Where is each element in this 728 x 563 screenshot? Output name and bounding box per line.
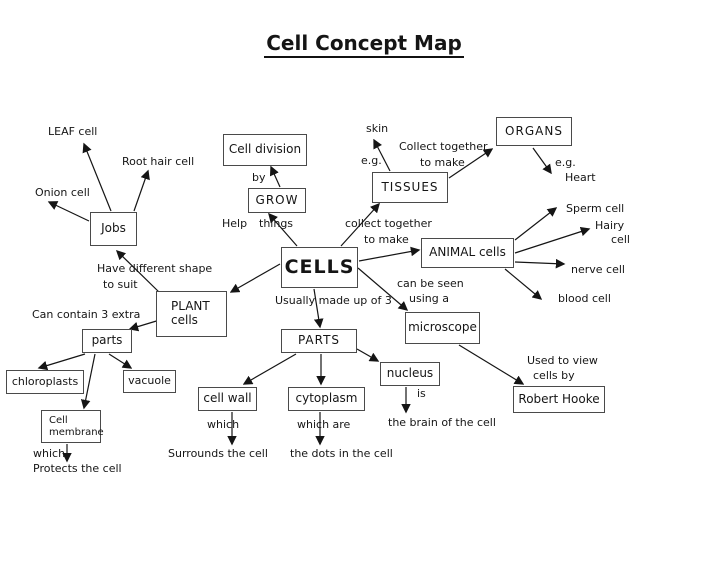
label-to-make-lower: to make: [364, 233, 409, 246]
label-help: Help: [222, 217, 248, 230]
label-collect-together-upper: Collect together: [399, 140, 488, 153]
edge-parts-cell-membrane: [80, 353, 96, 410]
label-onion-cell: Onion cell: [35, 186, 90, 199]
page-title: Cell Concept Map: [0, 31, 728, 58]
edge-parts-vacuole: [108, 353, 133, 369]
node-cell-membrane: Cell membrane: [41, 410, 104, 443]
node-cells: CELLS: [281, 247, 358, 288]
label-by: by: [252, 171, 266, 184]
label-hairy: Hairy: [595, 219, 625, 232]
page-title-text: Cell Concept Map: [264, 31, 464, 58]
node-jobs-label: Jobs: [101, 221, 126, 236]
label-to-suit: to suit: [103, 278, 138, 291]
node-cytoplasm: cytoplasm: [288, 387, 365, 411]
label-dots-in-the-cell: the dots in the cell: [290, 447, 393, 460]
label-protects-the-cell: Protects the cell: [33, 462, 122, 475]
edge-animal-hairy-cell: [514, 226, 591, 254]
edge-cells-grow: [268, 212, 298, 247]
edge-cells-microscope: [357, 267, 409, 311]
label-heart: Heart: [565, 171, 596, 184]
edge-cells-animal-cells: [358, 246, 421, 262]
edge-jobs-root-hair-cell: [133, 169, 150, 212]
label-collect-together-lower: collect together: [345, 217, 432, 230]
node-parts-lower: parts: [82, 329, 132, 353]
node-parts-lower-label: parts: [91, 333, 123, 348]
edge-cells-tissues: [340, 202, 380, 247]
label-is: is: [417, 387, 426, 400]
node-cells-label: CELLS: [284, 255, 355, 278]
node-cell-wall-label: cell wall: [203, 391, 252, 406]
node-cell-wall: cell wall: [198, 387, 257, 411]
label-cells-by: cells by: [533, 369, 575, 382]
edge-tissues-organs: [448, 148, 494, 179]
edge-jobs-onion-cell: [47, 201, 90, 222]
node-tissues: TISSUES: [372, 172, 448, 203]
label-which-are: which are: [297, 418, 351, 431]
label-have-different-shape: Have different shape: [97, 262, 213, 275]
edge-plant-cells-jobs: [115, 249, 162, 295]
label-sperm-cell: Sperm cell: [566, 202, 625, 215]
label-surrounds-the-cell: Surrounds the cell: [168, 447, 268, 460]
label-brain-of-the-cell: the brain of the cell: [388, 416, 496, 429]
edge-organs-heart: [532, 147, 552, 175]
node-chloroplasts: chloroplasts: [6, 370, 84, 394]
label-hairy-cell: cell: [611, 233, 630, 246]
node-animal-cells: ANIMAL cells: [421, 238, 514, 268]
label-to-make-upper: to make: [420, 156, 465, 169]
edge-animal-nerve-cell: [514, 258, 566, 269]
node-nucleus: nucleus: [380, 362, 440, 386]
node-plant-cells: PLANT cells: [156, 291, 227, 337]
node-plant-cells-line1: PLANT: [171, 299, 210, 314]
node-robert-hooke-label: Robert Hooke: [518, 391, 600, 406]
node-microscope-label: microscope: [408, 320, 477, 335]
label-can-be-seen: can be seen: [397, 277, 464, 290]
edge-grow-cell-division: [269, 165, 281, 188]
label-eg-heart: e.g.: [555, 156, 576, 169]
edge-parts-cell-wall: [242, 353, 297, 385]
label-which-membrane: which: [33, 447, 66, 460]
node-animal-cells-label: ANIMAL cells: [429, 245, 506, 260]
node-nucleus-label: nucleus: [386, 366, 434, 381]
node-chloroplasts-label: chloroplasts: [11, 374, 79, 388]
edge-parts-chloroplasts: [37, 353, 86, 371]
edge-microscope-robert-hooke: [458, 344, 525, 385]
node-cell-membrane-line2: membrane: [49, 426, 104, 438]
label-things: things: [259, 217, 294, 230]
node-vacuole-label: vacuole: [128, 374, 171, 388]
label-using-a: using a: [409, 292, 449, 305]
label-used-to-view: Used to view: [527, 354, 598, 367]
node-grow-label: GROW: [255, 192, 299, 207]
node-tissues-label: TISSUES: [381, 179, 439, 194]
edge-animal-sperm-cell: [514, 207, 558, 241]
label-usually-made-up: Usually made up of 3: [275, 294, 392, 307]
edge-parts-nucleus: [356, 348, 380, 362]
node-vacuole: vacuole: [123, 370, 176, 393]
edge-tissues-skin: [373, 138, 391, 172]
node-robert-hooke: Robert Hooke: [513, 386, 605, 413]
label-skin: skin: [366, 122, 389, 135]
label-leaf-cell: LEAF cell: [48, 125, 98, 138]
node-microscope: microscope: [405, 312, 480, 344]
node-cytoplasm-label: cytoplasm: [295, 391, 358, 406]
node-jobs: Jobs: [90, 212, 137, 246]
label-which-wall: which: [207, 418, 240, 431]
label-nerve-cell: nerve cell: [571, 263, 625, 276]
node-organs: ORGANS: [496, 117, 572, 146]
node-parts-main-label: PARTS: [297, 333, 341, 348]
node-cell-division-label: Cell division: [228, 142, 302, 157]
label-blood-cell: blood cell: [558, 292, 611, 305]
node-parts-main: PARTS: [281, 329, 357, 353]
edge-animal-blood-cell: [504, 268, 543, 300]
label-root-hair-cell: Root hair cell: [122, 155, 195, 168]
node-plant-cells-line2: cells: [171, 313, 198, 327]
edge-cells-plant-cells: [229, 263, 281, 293]
edge-jobs-leaf-cell: [82, 142, 112, 212]
edge-cells-parts-main: [313, 288, 324, 329]
node-cell-division: Cell division: [223, 134, 307, 166]
node-organs-label: ORGANS: [505, 123, 563, 138]
label-can-contain: Can contain 3 extra: [32, 308, 141, 321]
node-cell-membrane-line1: Cell: [49, 415, 68, 426]
label-eg-skin: e.g.: [361, 154, 382, 167]
node-grow: GROW: [248, 188, 306, 213]
